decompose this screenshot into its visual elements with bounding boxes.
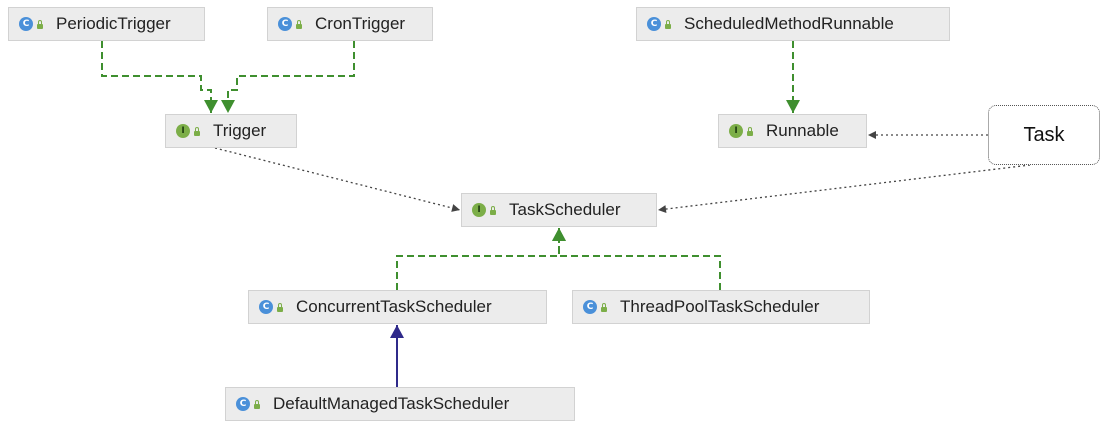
arrowhead — [204, 100, 218, 113]
interface-node-runnable: I Runnable — [718, 114, 867, 148]
interface-node-trigger: I Trigger — [165, 114, 297, 148]
interface-icon: I — [176, 124, 190, 138]
public-visibility-icon — [194, 126, 200, 136]
node-label: ScheduledMethodRunnable — [684, 14, 894, 33]
edge-extends — [390, 325, 404, 387]
edge-dependency — [868, 131, 988, 139]
node-label: Trigger — [213, 121, 267, 140]
note-task: Task — [988, 105, 1100, 165]
edge-implements — [101, 41, 218, 113]
arrowhead — [221, 100, 235, 113]
class-icon: C — [647, 17, 661, 31]
public-visibility-icon — [747, 126, 753, 136]
note-label: Task — [1023, 123, 1065, 146]
public-visibility-icon — [601, 302, 607, 312]
class-node-concurrenttaskscheduler: C ConcurrentTaskScheduler — [248, 290, 547, 324]
public-visibility-icon — [490, 205, 496, 215]
edge-implements — [221, 41, 355, 113]
edge-implements — [552, 228, 721, 290]
arrowhead — [552, 228, 566, 241]
class-node-crontrigger: C CronTrigger — [267, 7, 433, 41]
arrowhead — [868, 131, 876, 139]
class-icon: C — [583, 300, 597, 314]
public-visibility-icon — [254, 399, 260, 409]
public-visibility-icon — [296, 19, 302, 29]
node-label: PeriodicTrigger — [56, 14, 171, 33]
class-icon: C — [19, 17, 33, 31]
arrowhead — [786, 100, 800, 113]
node-label: DefaultManagedTaskScheduler — [273, 394, 510, 413]
arrowhead — [390, 325, 404, 338]
class-node-threadpooltaskscheduler: C ThreadPoolTaskScheduler — [572, 290, 870, 324]
interface-icon: I — [729, 124, 743, 138]
class-node-periodictrigger: C PeriodicTrigger — [8, 7, 205, 41]
node-label: Runnable — [766, 121, 839, 140]
public-visibility-icon — [665, 19, 671, 29]
node-label: ConcurrentTaskScheduler — [296, 297, 492, 316]
interface-node-taskscheduler: I TaskScheduler — [461, 193, 657, 227]
arrowhead — [658, 205, 667, 214]
edge-implements — [786, 41, 800, 113]
class-icon: C — [236, 397, 250, 411]
edge-dependency — [657, 164, 1031, 214]
interface-icon: I — [472, 203, 486, 217]
class-icon: C — [259, 300, 273, 314]
class-node-scheduledmethodrunnable: C ScheduledMethodRunnable — [636, 7, 950, 41]
public-visibility-icon — [277, 302, 283, 312]
arrowhead — [451, 204, 460, 212]
node-label: TaskScheduler — [509, 200, 621, 219]
public-visibility-icon — [37, 19, 43, 29]
edge-implements — [396, 228, 566, 290]
class-node-defaultmanagedtaskscheduler: C DefaultManagedTaskScheduler — [225, 387, 575, 421]
node-label: CronTrigger — [315, 14, 406, 33]
edge-dependency — [214, 147, 461, 212]
class-icon: C — [278, 17, 292, 31]
node-label: ThreadPoolTaskScheduler — [620, 297, 820, 316]
